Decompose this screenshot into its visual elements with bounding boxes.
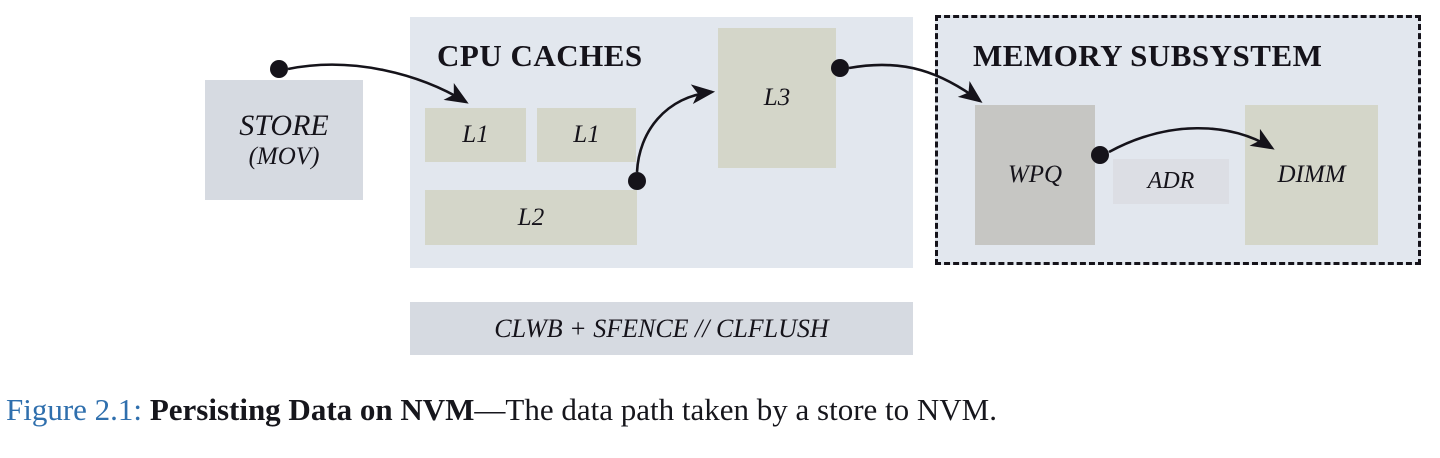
l3-label: L3 xyxy=(763,84,791,111)
instruction-bar-label: CLWB + SFENCE // CLFLUSH xyxy=(494,313,829,343)
figure-caption: Figure 2.1: Persisting Data on NVM—The d… xyxy=(6,392,1436,428)
l1-cache-box-right: L1 xyxy=(537,108,636,162)
memory-subsystem-title: MEMORY SUBSYSTEM xyxy=(973,38,1323,73)
store-sublabel: (MOV) xyxy=(248,142,320,170)
cpu-caches-title: CPU CACHES xyxy=(437,38,643,73)
dimm-box: DIMM xyxy=(1245,105,1378,245)
dimm-label: DIMM xyxy=(1277,161,1346,188)
adr-label: ADR xyxy=(1147,168,1195,194)
adr-box: ADR xyxy=(1113,159,1229,204)
l1-left-label: L1 xyxy=(462,121,489,148)
wpq-label: WPQ xyxy=(1007,161,1063,188)
l2-cache-box: L2 xyxy=(425,190,637,245)
store-label: STORE xyxy=(239,109,329,143)
figure-caption-title: Persisting Data on NVM xyxy=(149,392,475,427)
instruction-bar: CLWB + SFENCE // CLFLUSH xyxy=(410,302,913,355)
store-box: STORE (MOV) xyxy=(205,80,363,200)
figure-caption-rest: —The data path taken by a store to NVM. xyxy=(474,392,997,427)
l3-cache-box: L3 xyxy=(718,28,836,168)
figure-caption-label: Figure 2.1: xyxy=(6,392,143,427)
wpq-box: WPQ xyxy=(975,105,1095,245)
l2-label: L2 xyxy=(517,203,545,231)
l1-right-label: L1 xyxy=(573,121,600,148)
l1-cache-box-left: L1 xyxy=(425,108,526,162)
